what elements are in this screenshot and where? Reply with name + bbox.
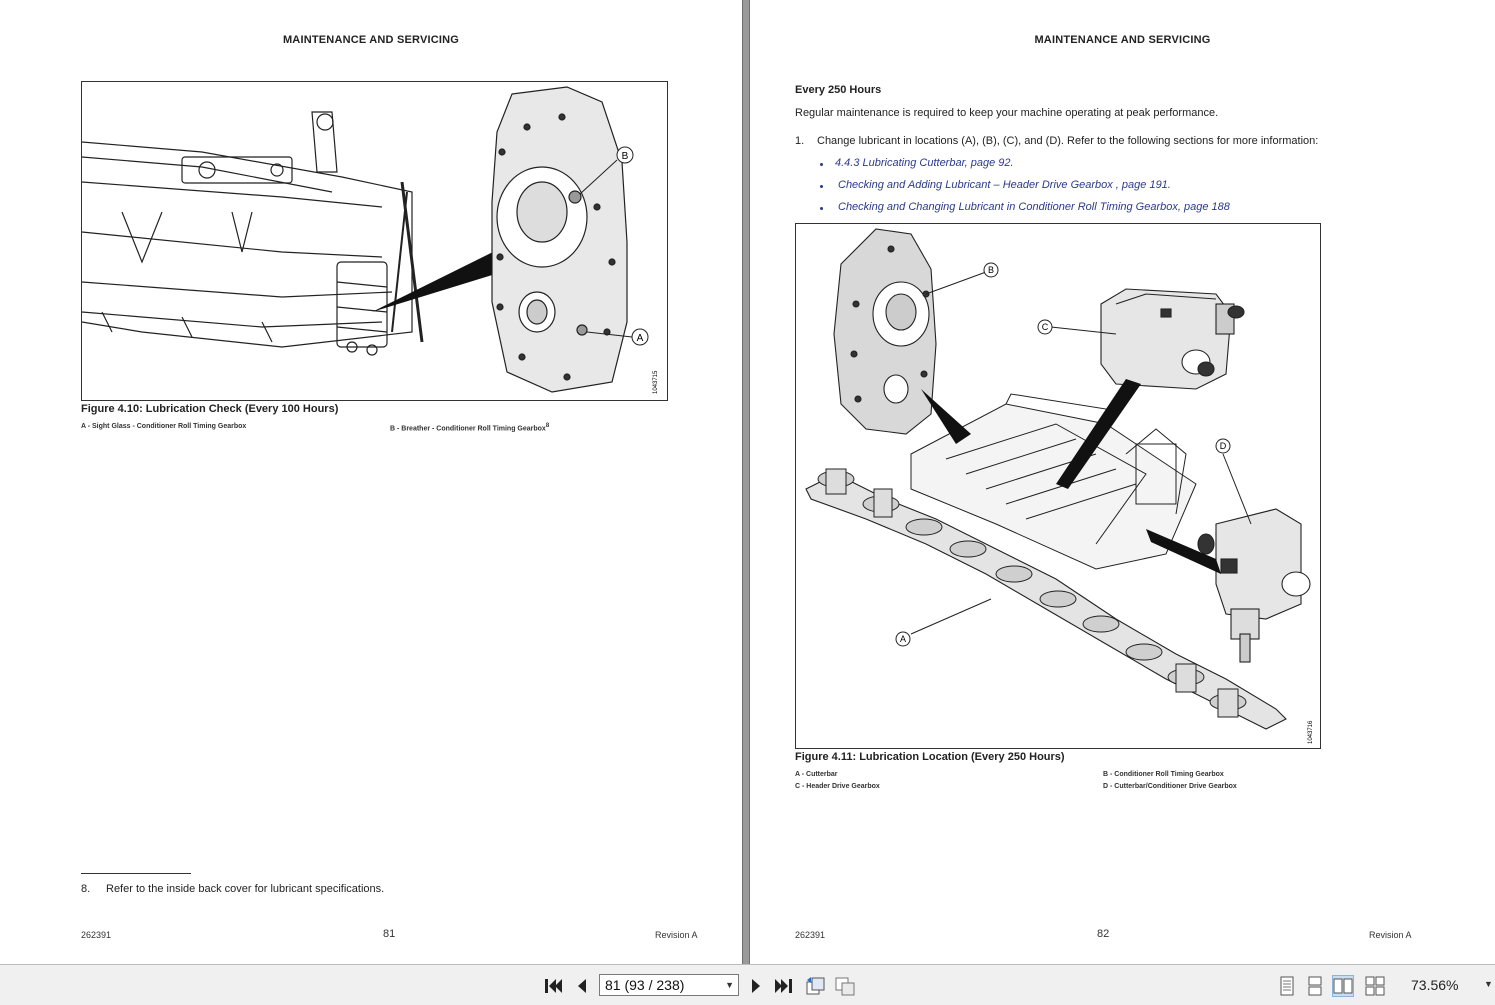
right-page: MAINTENANCE AND SERVICING Every 250 Hour… <box>750 0 1495 964</box>
figure-lubrication-check-drawing: B A 1043715 <box>82 86 659 394</box>
single-page-view-icon <box>1280 976 1294 996</box>
revision: Revision A <box>1369 930 1412 940</box>
figure-lubrication-location-drawing: B C D A 1043716 <box>805 228 1314 744</box>
section-title: Every 250 Hours <box>795 84 882 96</box>
bullet <box>820 185 823 188</box>
next-page-icon <box>752 979 760 993</box>
rotate-button[interactable] <box>805 975 827 997</box>
viewer-toolbar: 81 (93 / 238) ▼ 73.56% ▼ <box>0 964 1495 1005</box>
bullet <box>820 207 823 210</box>
two-page-view-button[interactable] <box>1332 975 1354 997</box>
export-button[interactable] <box>834 975 856 997</box>
callout-d: D <box>1220 441 1227 451</box>
footnote-rule <box>81 873 191 874</box>
doc-number: 262391 <box>81 930 112 940</box>
first-page-icon <box>545 979 562 993</box>
continuous-view-icon <box>1308 976 1322 996</box>
link-header-drive-gearbox[interactable]: Checking and Adding Lubricant – Header D… <box>838 179 1171 191</box>
page-number: 82 <box>1097 928 1110 940</box>
legend-item-d: D - Cutterbar/Conditioner Drive Gearbox <box>1103 783 1237 790</box>
link-lubricating-cutterbar[interactable]: 4.4.3 Lubricating Cutterbar, page 92. <box>835 157 1014 169</box>
two-page-continuous-view-icon <box>1365 976 1385 996</box>
figure-caption: Figure 4.11: Lubrication Location (Every… <box>795 751 1065 763</box>
page-header: MAINTENANCE AND SERVICING <box>1034 34 1211 46</box>
left-page: MAINTENANCE AND SERVICING <box>0 0 742 964</box>
legend-item-b: B - Breather - Conditioner Roll Timing G… <box>390 423 549 432</box>
page-indicator: 81 (93 / 238) <box>605 977 685 993</box>
page-number: 81 <box>383 928 396 940</box>
last-page-button[interactable] <box>773 975 795 997</box>
rotate-icon <box>806 977 825 995</box>
legend-item-c: C - Header Drive Gearbox <box>795 783 880 790</box>
previous-page-icon <box>578 979 586 993</box>
figure-lubrication-location: B C D A 1043716 <box>795 223 1321 749</box>
zoom-dropdown-icon[interactable]: ▼ <box>1484 979 1493 989</box>
last-page-icon <box>775 979 792 993</box>
callout-c: C <box>1042 322 1049 332</box>
page-header: MAINTENANCE AND SERVICING <box>282 34 460 46</box>
callout-a: A <box>900 634 906 644</box>
zoom-level[interactable]: 73.56% <box>1411 977 1459 993</box>
export-icon <box>835 977 855 996</box>
step-number: 1. <box>795 135 805 147</box>
figure-lubrication-check: B A 1043715 <box>81 81 668 401</box>
two-page-view-icon <box>1333 978 1353 994</box>
callout-b: B <box>622 151 629 162</box>
figure-code: 1043715 <box>653 370 659 394</box>
single-page-view-button[interactable] <box>1276 975 1298 997</box>
footnote-number: 8. <box>81 883 91 895</box>
link-conditioner-roll-timing-gearbox[interactable]: Checking and Changing Lubricant in Condi… <box>838 201 1230 213</box>
legend-item-a: A - Sight Glass - Conditioner Roll Timin… <box>81 423 247 430</box>
previous-page-button[interactable] <box>570 975 592 997</box>
step-text: Change lubricant in locations (A), (B), … <box>817 135 1319 147</box>
revision: Revision A <box>655 930 698 940</box>
legend-item-b-text: B - Breather - Conditioner Roll Timing G… <box>390 425 546 433</box>
bullet <box>820 163 823 166</box>
first-page-button[interactable] <box>542 975 564 997</box>
legend-item-b: B - Conditioner Roll Timing Gearbox <box>1103 771 1224 778</box>
intro-text: Regular maintenance is required to keep … <box>795 107 1219 119</box>
next-page-button[interactable] <box>745 975 767 997</box>
figure-code: 1043716 <box>1308 720 1314 744</box>
doc-number: 262391 <box>795 930 826 940</box>
chevron-down-icon: ▼ <box>725 980 734 990</box>
two-page-continuous-view-button[interactable] <box>1364 975 1386 997</box>
footnote-reference[interactable]: 8 <box>545 423 550 429</box>
legend-item-a: A - Cutterbar <box>795 771 838 778</box>
page-divider <box>742 0 750 964</box>
footnote-text: Refer to the inside back cover for lubri… <box>106 883 385 895</box>
page-number-select[interactable]: 81 (93 / 238) ▼ <box>599 974 739 996</box>
continuous-view-button[interactable] <box>1304 975 1326 997</box>
callout-a: A <box>637 333 644 344</box>
callout-b: B <box>988 265 994 275</box>
figure-caption: Figure 4.10: Lubrication Check (Every 10… <box>81 403 339 415</box>
